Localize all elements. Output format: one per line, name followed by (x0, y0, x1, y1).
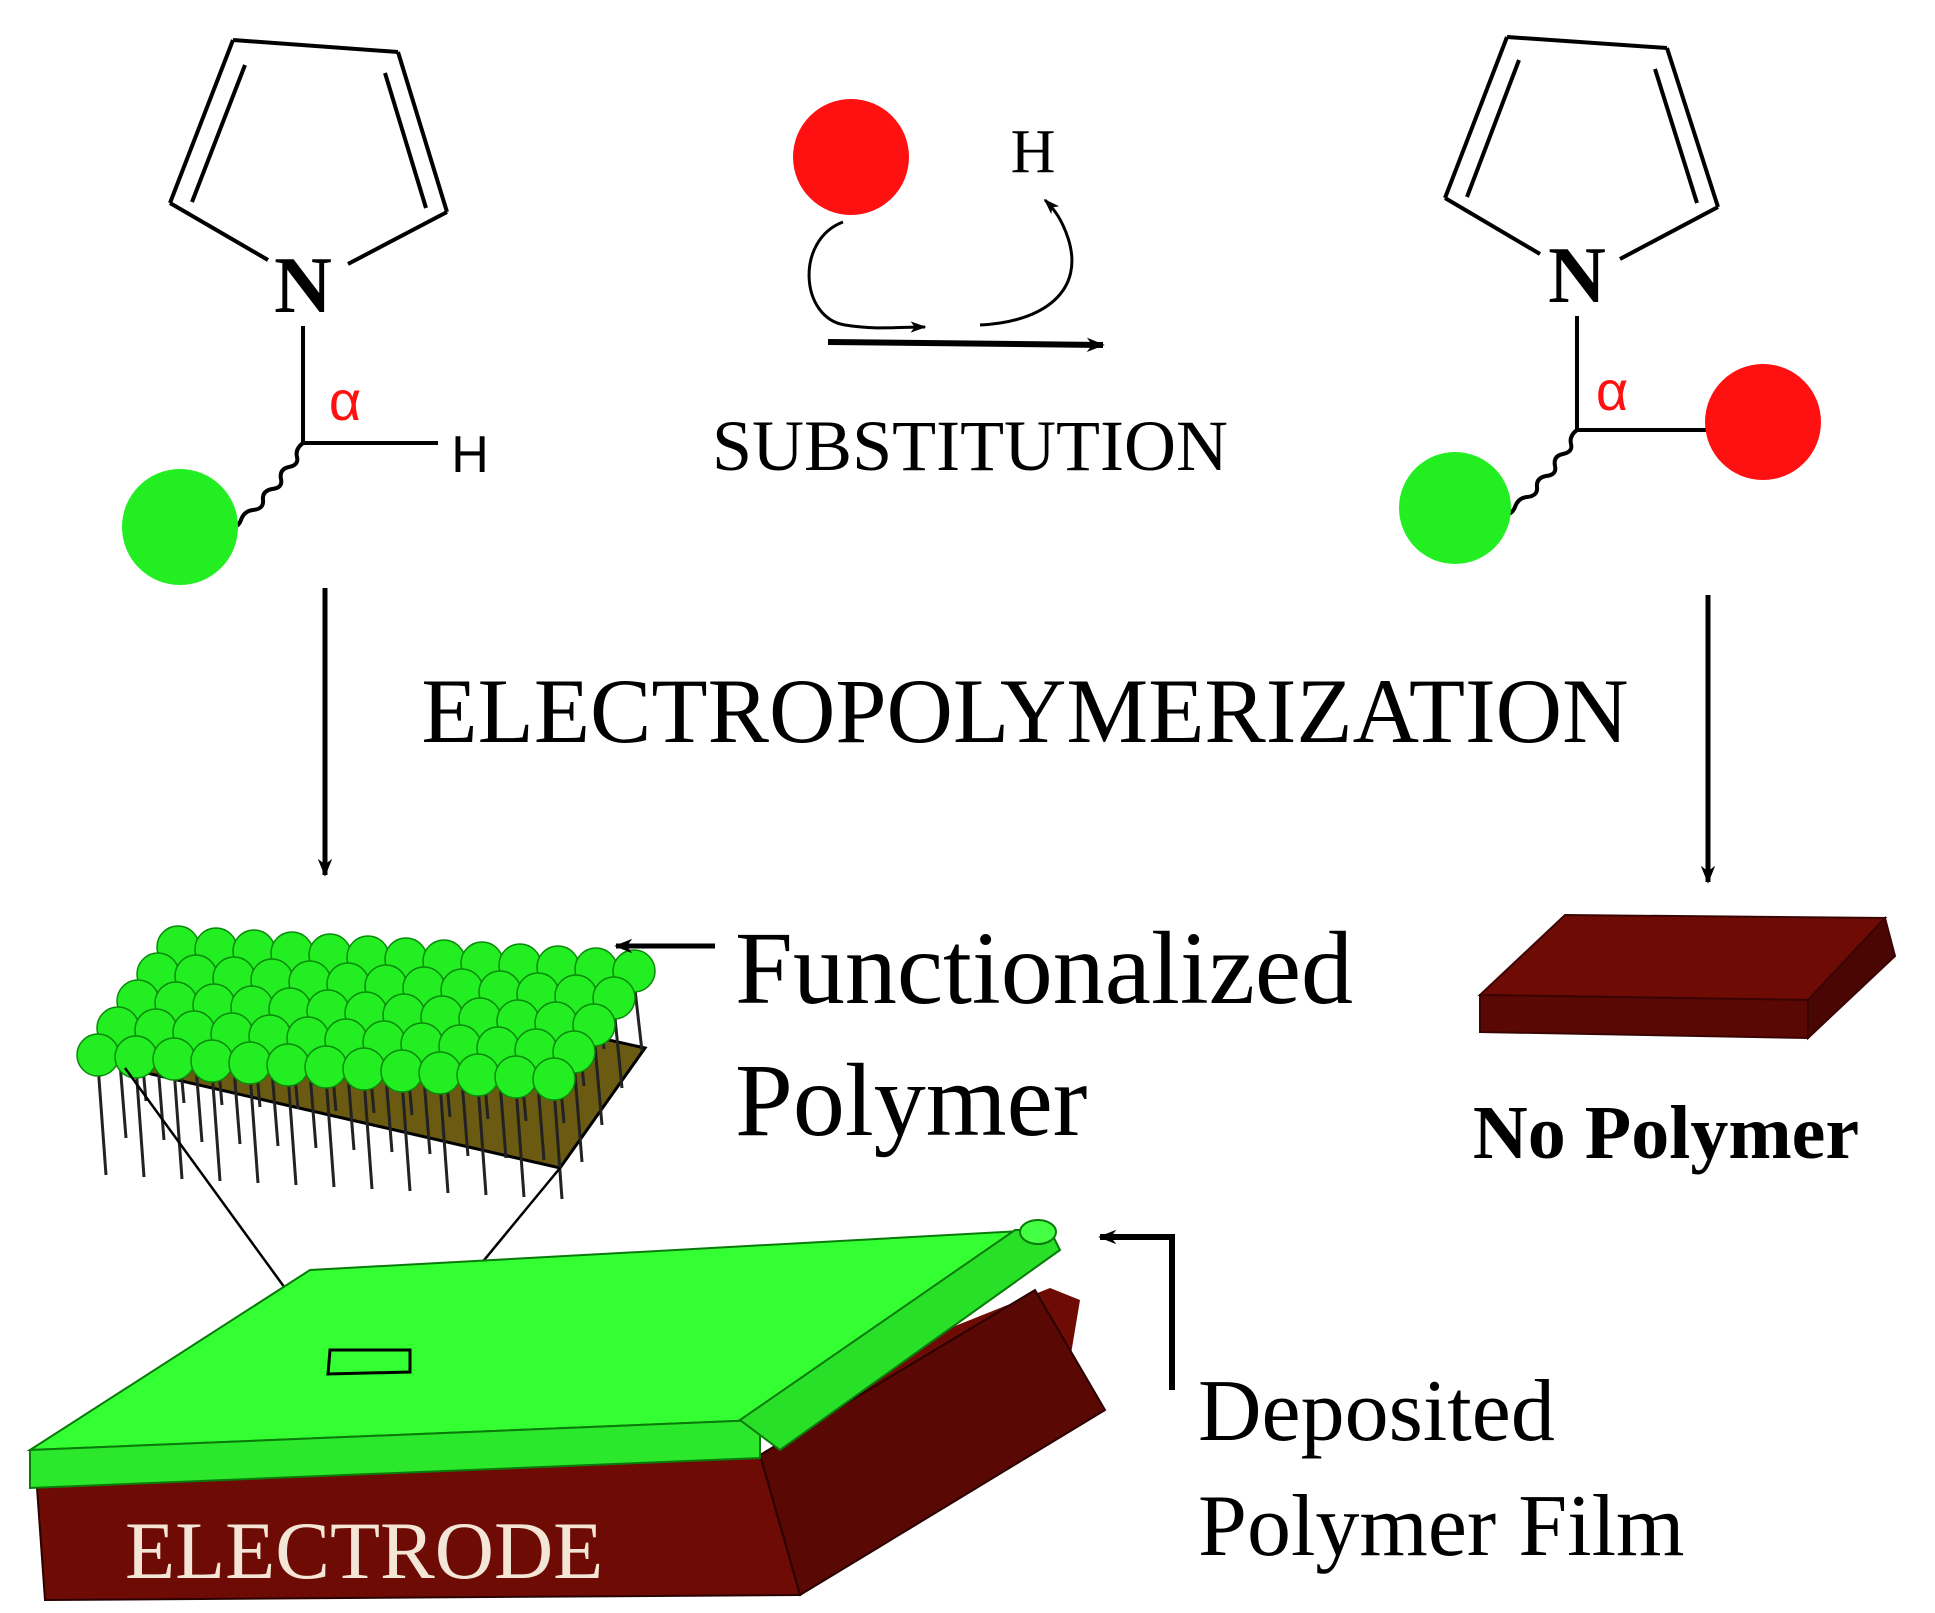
incoming-curve-arrow (807, 220, 927, 333)
functional-group-sphere (304, 1045, 348, 1089)
green-sphere-layer (76, 925, 656, 1101)
no-polymer-label: No Polymer (1473, 1091, 1859, 1175)
electrode-with-film (26, 1219, 1107, 1602)
left-nitrogen-label: N (274, 242, 332, 330)
left-green-sphere (122, 469, 238, 585)
substitution-label: SUBSTITUTION (712, 406, 1228, 486)
functionalized-polymer-zoom (76, 925, 656, 1200)
bare-electrode-block (1477, 913, 1897, 1041)
right-pyrrole-ring (1443, 35, 1720, 261)
polymer-chain (362, 1078, 374, 1190)
left-alpha-label: α (329, 369, 361, 432)
functional-group-sphere (76, 1033, 120, 1077)
right-nitrogen-label: N (1548, 232, 1606, 320)
functional-group-sphere (380, 1049, 424, 1093)
functional-group-sphere (418, 1051, 462, 1095)
substituent-red-sphere (793, 99, 909, 215)
functional-group-sphere (266, 1043, 310, 1087)
polymer-chain (210, 1070, 222, 1182)
right-green-sphere (1399, 452, 1511, 564)
functional-group-sphere (152, 1037, 196, 1081)
functional-group-sphere (228, 1041, 272, 1085)
left-hydrogen-label: H (451, 426, 489, 484)
polymer-chain (96, 1064, 108, 1176)
substitution-reaction: H SUBSTITUTION (712, 99, 1228, 486)
functional-group-sphere (190, 1039, 234, 1083)
polymer-chain (324, 1076, 336, 1188)
electropolymerization-label: ELECTROPOLYMERIZATION (421, 660, 1628, 762)
substitution-main-arrow (827, 337, 1105, 353)
left-pyrrole-molecule: N α H (122, 38, 489, 585)
film-roll-end (1019, 1219, 1057, 1245)
polymer-chain (552, 1088, 564, 1200)
polymer-chain (476, 1084, 488, 1196)
functional-group-sphere (494, 1055, 538, 1099)
polymer-chain (438, 1082, 450, 1194)
deposited-film-pointer (1098, 1229, 1175, 1390)
polymer-chain (400, 1080, 412, 1192)
substitution-hydrogen-label: H (1011, 118, 1056, 186)
right-red-sphere (1705, 364, 1821, 480)
left-alpha-bonds (228, 326, 438, 530)
polymer-chain (172, 1068, 184, 1180)
zoom-region-marker (326, 1348, 412, 1376)
film-roll-edge (738, 1229, 1062, 1452)
functional-group-sphere (532, 1057, 576, 1101)
deposited-label-line1: Deposited (1198, 1363, 1555, 1460)
functionalized-label-line1: Functionalized (735, 911, 1353, 1026)
polymer-chain (286, 1074, 298, 1186)
functional-group-sphere (342, 1047, 386, 1091)
leaving-curve-arrow (979, 198, 1074, 327)
left-pyrrole-ring (168, 38, 449, 266)
film-front-edge (29, 1418, 761, 1490)
polymer-chain (248, 1072, 260, 1184)
right-alpha-bonds (1502, 316, 1710, 517)
right-alpha-label: α (1596, 359, 1628, 422)
electrode-label: ELECTRODE (125, 1505, 603, 1596)
functional-group-sphere (114, 1035, 158, 1079)
deposited-label-line2: Polymer Film (1198, 1478, 1685, 1575)
right-pyrrole-molecule: N α (1399, 35, 1821, 564)
polymer-chain (514, 1086, 526, 1198)
functionalized-label-line2: Polymer (735, 1043, 1087, 1158)
functional-group-sphere (456, 1053, 500, 1097)
